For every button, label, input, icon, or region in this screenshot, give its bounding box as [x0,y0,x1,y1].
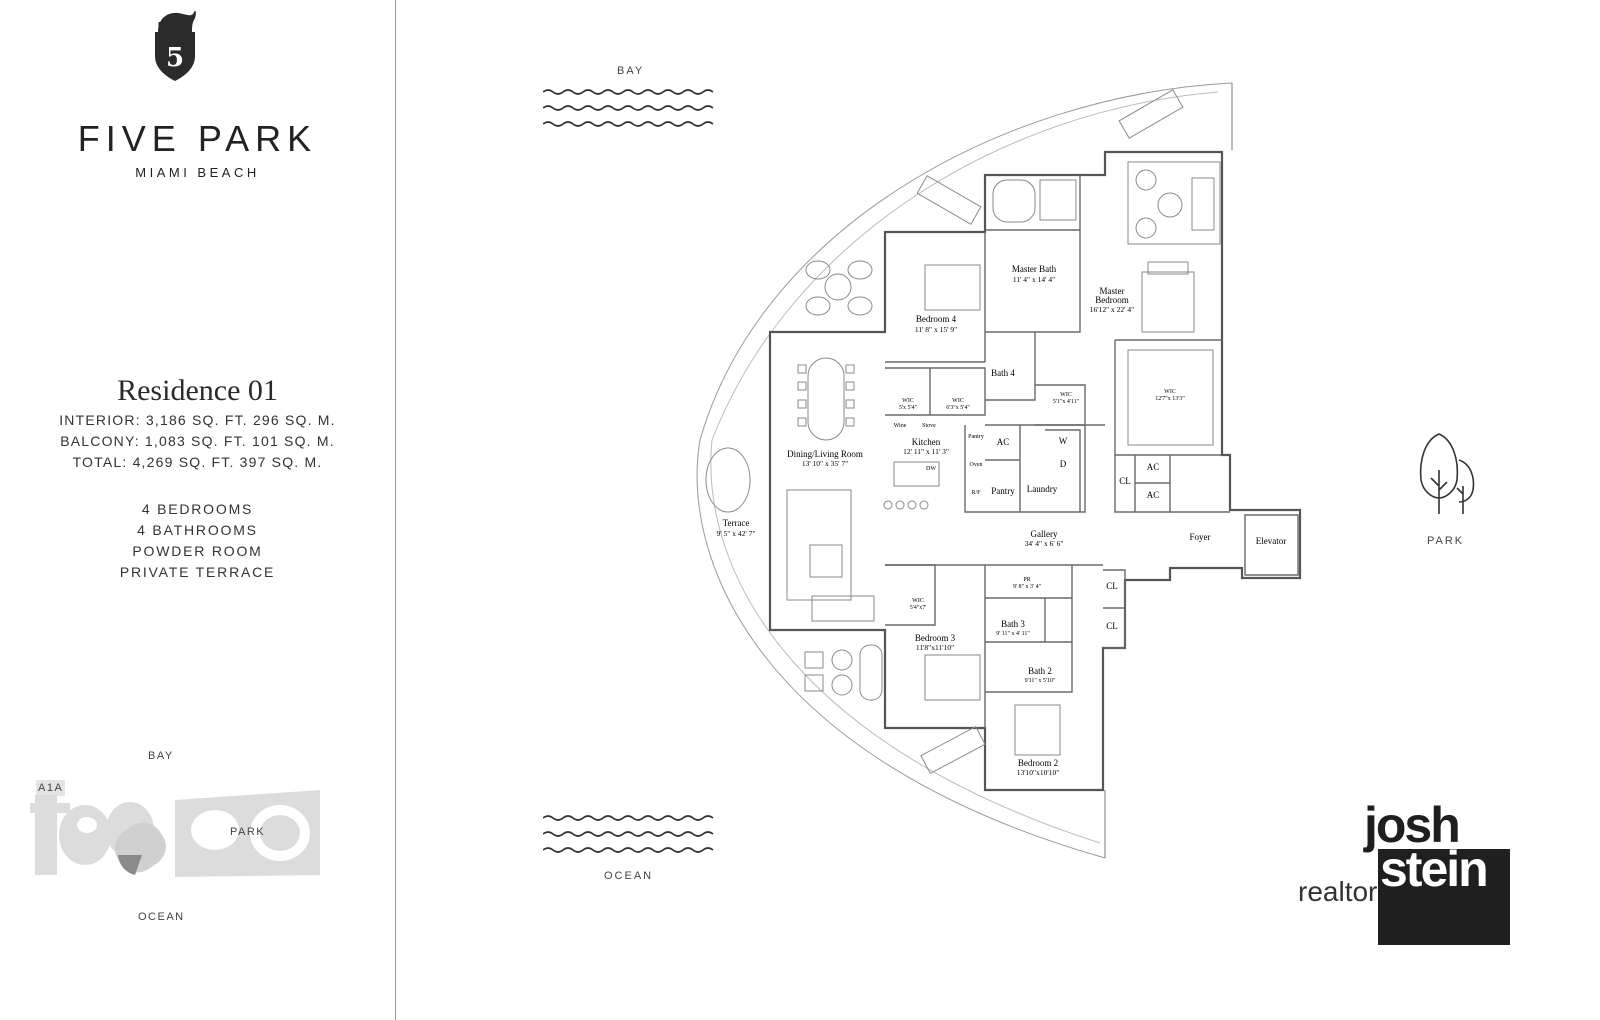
pr-label: PR [1023,577,1030,583]
interior-area: INTERIOR: 3,186 SQ. FT. 296 SQ. M. [59,412,336,428]
brand-name: FIVE PARK [77,118,318,159]
ac-label-1: AC [997,437,1010,447]
bedroom2-dim: 13'10"x10'10" [1017,768,1060,777]
bedroom4-dim: 11' 8" x 15' 9" [915,325,957,334]
agent-last-name: stein [1380,841,1489,897]
rf-label: R/F [971,490,981,496]
wine-label: Wine [894,423,907,429]
site-map-park-label: PARK [230,826,266,838]
kitchen-label: Kitchen [912,437,941,447]
master-bedroom-label-1: Master [1100,286,1125,296]
ac-label-3: AC [1147,490,1160,500]
site-map-ocean-label: OCEAN [138,911,185,923]
foyer-label: Foyer [1190,532,1211,542]
agent-logo: josh stein realtor [1298,797,1510,945]
bath2-dim: 9'11" x 5'10" [1025,678,1056,684]
site-map-a1a-label: A1A [36,780,66,796]
master-bedroom-dim: 16'12" x 22' 4" [1090,305,1134,314]
dryer-label: D [1060,459,1067,469]
panel-divider [395,0,396,1020]
wic-c-label: WIC [1060,392,1072,398]
cl-label-3: CL [1106,621,1118,631]
oven-label: Oven [970,462,983,468]
dining-living-dim: 13' 10" x 35' 7" [802,459,848,468]
wic-a-dim: 5'x 5'4" [899,405,918,411]
cl-label-1: CL [1119,476,1131,486]
master-bedroom-label-2: Bedroom [1095,295,1129,305]
dining-living-label: Dining/Living Room [787,449,863,459]
master-bath-dim: 11' 4" x 14' 4" [1013,275,1055,284]
stove-label: Stove [922,423,936,429]
balcony-area: BALCONY: 1,083 SQ. FT. 101 SQ. M. [60,433,335,449]
cl-label-2: CL [1106,581,1118,591]
floor-plan: Master Bath 11' 4" x 14' 4" Master Bedro… [696,82,1302,859]
washer-label: W [1059,436,1068,446]
site-map-bay-label: BAY [148,750,174,762]
bedroom4-label: Bedroom 4 [916,314,957,324]
bay-label: BAY [617,65,645,77]
wic-b-dim: 6'3"x 5'4" [946,405,970,411]
wic-c-dim: 5'1"x 4'11" [1053,399,1080,405]
feature-bedrooms: 4 BEDROOMS [141,501,254,517]
tree-icon [1419,433,1475,514]
terrace-dim: 9' 5" x 42' 7" [717,529,756,538]
bath4-label: Bath 4 [991,368,1015,378]
svg-text:5: 5 [166,43,184,73]
bedroom3-dim: 11'8"x11'10" [916,643,954,652]
bath3-label: Bath 3 [1001,619,1025,629]
residence-title: Residence 01 [117,374,278,407]
pantry-label: Pantry [991,486,1015,496]
agent-logo-block [1378,849,1510,945]
gallery-dim: 34' 4" x 6' 6" [1025,539,1064,548]
park-label: PARK [1427,535,1465,547]
master-bath-label: Master Bath [1012,264,1057,274]
pr-dim: 9' 8" x 3' 4" [1013,584,1042,590]
feature-terrace: PRIVATE TERRACE [119,564,276,580]
brand-location: MIAMI BEACH [135,165,260,180]
wic-master-label: WIC [1164,389,1176,395]
terrace-label: Terrace [723,518,750,528]
laundry-label: Laundry [1027,484,1058,494]
bedroom3-label: Bedroom 3 [915,633,956,643]
elevator-label: Elevator [1256,536,1287,546]
agent-role: realtor [1298,876,1378,907]
elephant-shield-logo: 5 [155,10,196,81]
feature-bathrooms: 4 BATHROOMS [137,522,258,538]
gallery-label: Gallery [1031,529,1058,539]
site-key-map [30,790,320,877]
wic-bedroom3-label: WIC [912,598,924,604]
wic-b-label: WIC [952,398,964,404]
feature-powder-room: POWDER ROOM [132,543,263,559]
pantry-vertical-label: Pantry [968,434,984,440]
bedroom2-label: Bedroom 2 [1018,758,1058,768]
total-area: TOTAL: 4,269 SQ. FT. 397 SQ. M. [72,454,323,470]
wic-master-dim: 12'7"x 13'3" [1155,396,1185,402]
bath2-label: Bath 2 [1028,666,1052,676]
wic-a-label: WIC [902,398,914,404]
ocean-label: OCEAN [604,870,654,882]
dw-label: DW [926,466,936,472]
ac-label-2: AC [1147,462,1160,472]
ocean-waves-icon [543,815,714,853]
bath3-dim: 9' 11" x 4' 11" [996,631,1030,637]
wic-bedroom3-dim: 5'4"x7' [910,605,927,611]
bay-waves-icon [543,89,714,127]
agent-first-name: josh [1364,797,1461,853]
kitchen-dim: 12' 11" x 11' 3" [903,447,949,456]
